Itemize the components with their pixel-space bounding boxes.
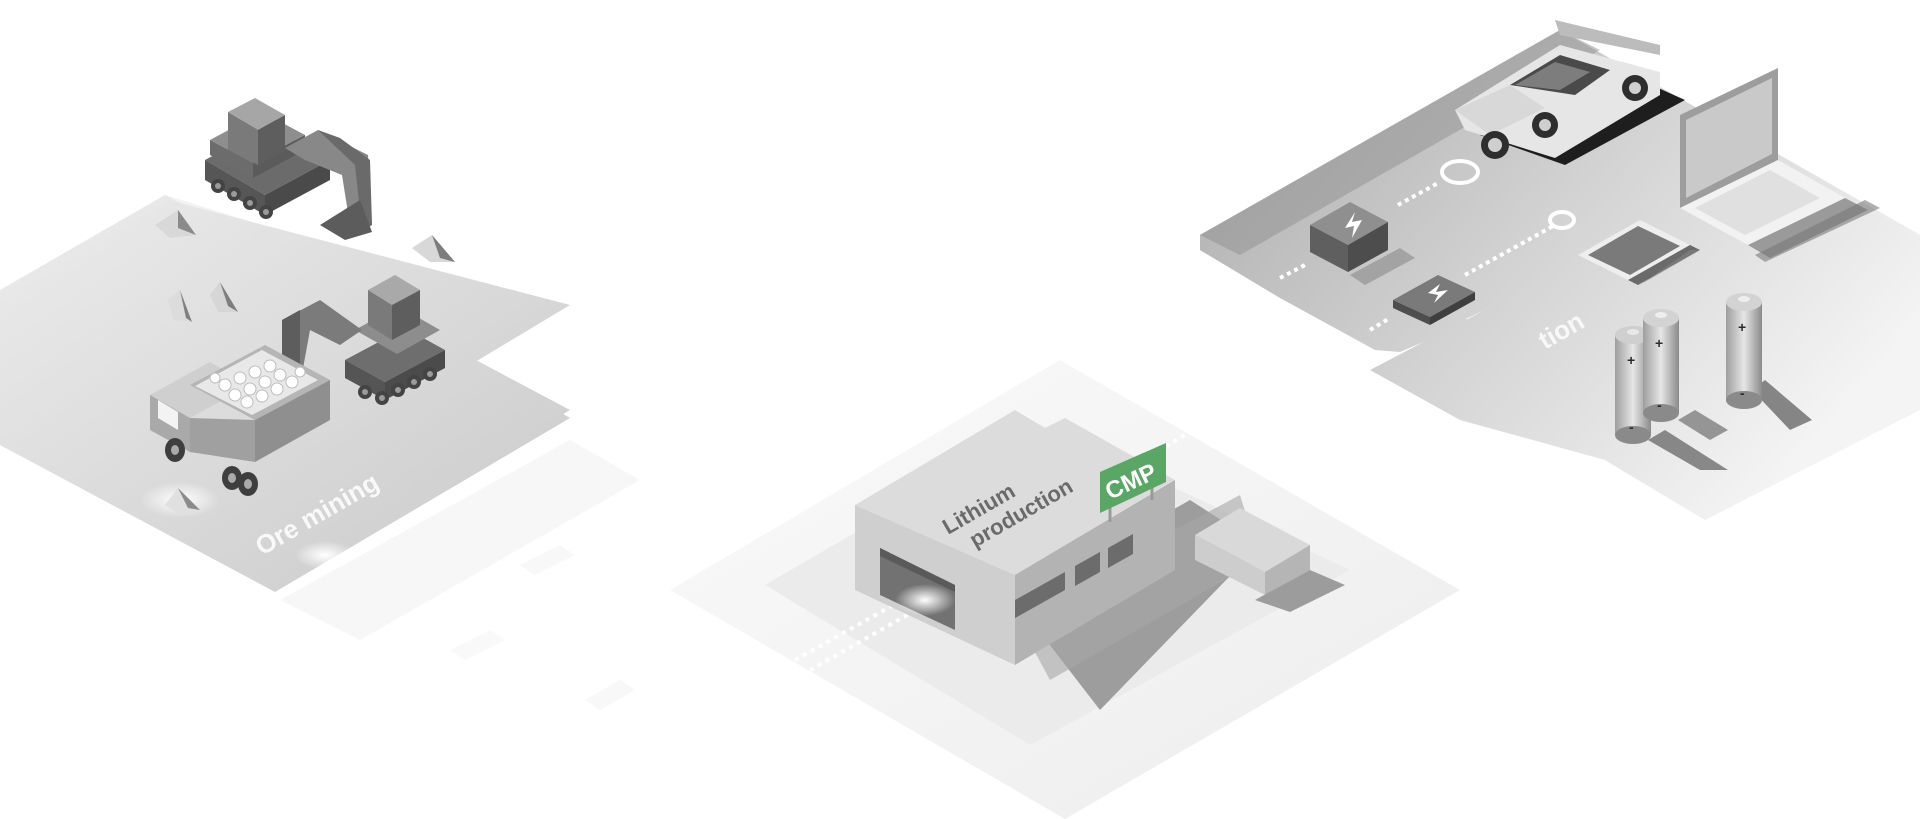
cmp-sign-board <box>1100 443 1166 513</box>
svg-text:+: + <box>1627 352 1635 368</box>
battery-icon: + - + - + - <box>1615 293 1812 470</box>
dump-truck-icon <box>150 345 330 496</box>
svg-text:+: + <box>1655 335 1663 351</box>
connection-lines <box>1279 180 1556 332</box>
svg-text:-: - <box>1657 397 1662 413</box>
faint-path-marks <box>450 545 635 710</box>
svg-text:-: - <box>1740 385 1745 401</box>
svg-text:+: + <box>1738 319 1746 335</box>
tablet-icon <box>1578 220 1700 285</box>
battery-icon <box>1393 275 1475 325</box>
factory-icon <box>855 410 1345 710</box>
sports-car-icon <box>1455 20 1685 165</box>
svg-text:-: - <box>1629 419 1634 435</box>
laptop-icon <box>1680 68 1880 262</box>
connection-node-icon <box>1440 159 1576 230</box>
rock-pile-icon <box>155 210 455 515</box>
excavator-icon <box>205 98 372 240</box>
battery-pack-icon <box>1310 202 1415 285</box>
ore-mining-platform <box>0 195 640 640</box>
